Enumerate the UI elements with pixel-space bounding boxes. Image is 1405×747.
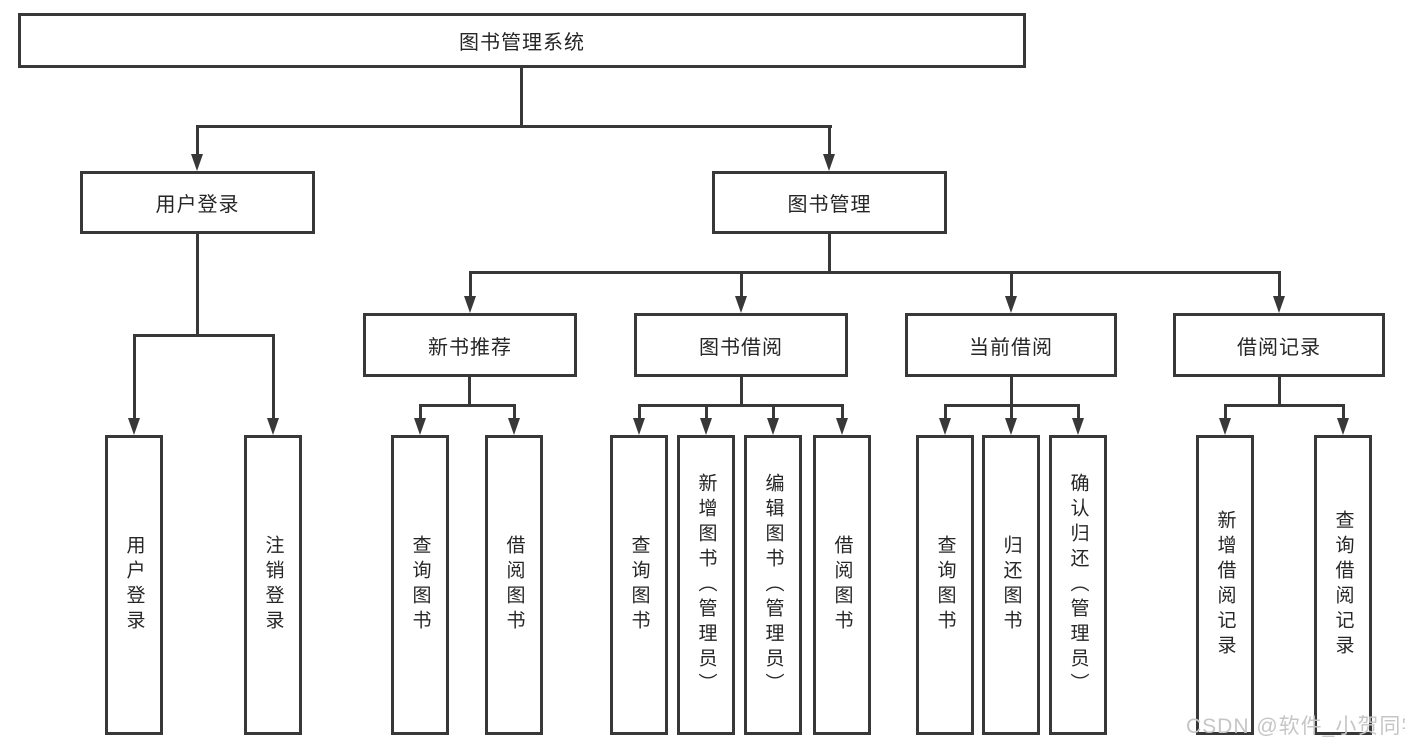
connector-stem-leaf — [1077, 404, 1080, 420]
connector-stem-user-login — [196, 125, 199, 156]
leaf-borrow-book-recommend: 借阅图书 — [485, 435, 543, 735]
connector-stem-current-borrow — [1010, 271, 1013, 298]
connector-level1-rail — [196, 125, 832, 128]
leaf-borrow-book-label: 借阅图书 — [831, 535, 853, 635]
connector-current-borrow-drop — [1010, 377, 1013, 406]
connector-stem-leaf — [772, 404, 775, 420]
connector-stem-leaf-logout — [272, 334, 275, 419]
node-root: 图书管理系统 — [18, 13, 1026, 68]
connector-borrow-record-drop — [1278, 377, 1281, 406]
arrow-down-icon — [1337, 418, 1349, 435]
connector-stem-leaf-login — [133, 334, 136, 419]
connector-stem-book-management — [828, 125, 831, 156]
arrow-down-icon — [700, 418, 712, 435]
arrow-down-icon — [1273, 296, 1285, 313]
connector-stem-borrow-record — [1278, 271, 1281, 298]
arrow-down-icon — [128, 418, 140, 435]
connector-stem-leaf — [705, 404, 708, 420]
leaf-add-borrow-record-label: 新增借阅记录 — [1214, 510, 1236, 660]
arrow-down-icon — [633, 418, 645, 435]
node-root-label: 图书管理系统 — [459, 32, 585, 54]
node-new-book-recommend: 新书推荐 — [363, 313, 577, 377]
arrow-down-icon — [823, 154, 835, 171]
arrow-down-icon — [767, 418, 779, 435]
connector-stem-leaf — [419, 404, 422, 420]
connector-book-management-drop — [828, 234, 831, 274]
connector-stem-leaf — [1342, 404, 1345, 420]
connector-book-borrow-drop — [740, 377, 743, 406]
leaf-user-login-label: 用户登录 — [123, 535, 145, 635]
leaf-add-borrow-record: 新增借阅记录 — [1196, 435, 1254, 735]
arrow-down-icon — [1219, 418, 1231, 435]
connector-stem-leaf — [1224, 404, 1227, 420]
leaf-return-book: 归还图书 — [982, 435, 1040, 735]
arrow-down-icon — [464, 296, 476, 313]
csdn-watermark: CSDN @软件_小贺同学 — [1186, 715, 1405, 738]
leaf-query-borrow-record-label: 查询借阅记录 — [1332, 510, 1354, 660]
leaf-logout: 注销登录 — [244, 435, 302, 735]
leaf-query-book-borrow: 查询图书 — [610, 435, 668, 735]
leaf-user-login: 用户登录 — [105, 435, 163, 735]
leaf-query-book-recommend-label: 查询图书 — [409, 535, 431, 635]
node-new-book-recommend-label: 新书推荐 — [428, 336, 512, 359]
arrow-down-icon — [735, 296, 747, 313]
connector-stem-leaf — [1010, 404, 1013, 420]
connector-root-drop — [520, 68, 523, 127]
node-borrow-record: 借阅记录 — [1173, 313, 1385, 377]
arrow-down-icon — [1072, 418, 1084, 435]
node-current-borrow-label: 当前借阅 — [969, 336, 1053, 359]
connector-user-login-rail — [133, 334, 275, 337]
connector-new-book-drop — [468, 377, 471, 406]
connector-stem-leaf — [638, 404, 641, 420]
leaf-confirm-return-admin: 确认归还（管理员） — [1049, 435, 1107, 735]
arrow-down-icon — [939, 418, 951, 435]
node-current-borrow: 当前借阅 — [905, 313, 1117, 377]
arrow-down-icon — [508, 418, 520, 435]
node-book-borrow: 图书借阅 — [634, 313, 848, 377]
node-book-management: 图书管理 — [712, 171, 947, 234]
node-borrow-record-label: 借阅记录 — [1237, 336, 1321, 359]
connector-stem-leaf — [513, 404, 516, 420]
leaf-edit-book-admin-label: 编辑图书（管理员） — [762, 472, 784, 698]
connector-user-login-drop — [196, 234, 199, 336]
leaf-add-book-admin: 新增图书（管理员） — [677, 435, 735, 735]
node-book-borrow-label: 图书借阅 — [699, 336, 783, 359]
node-user-login: 用户登录 — [80, 171, 315, 234]
connector-stem-new-book — [469, 271, 472, 298]
leaf-borrow-book-recommend-label: 借阅图书 — [503, 535, 525, 635]
connector-new-book-rail — [419, 404, 516, 407]
connector-stem-book-borrow — [740, 271, 743, 298]
arrow-down-icon — [1005, 296, 1017, 313]
leaf-query-book-recommend: 查询图书 — [391, 435, 449, 735]
leaf-query-book-current: 查询图书 — [916, 435, 974, 735]
leaf-query-book-borrow-label: 查询图书 — [628, 535, 650, 635]
leaf-query-book-current-label: 查询图书 — [934, 535, 956, 635]
node-user-login-label: 用户登录 — [155, 194, 240, 216]
arrow-down-icon — [414, 418, 426, 435]
leaf-logout-label: 注销登录 — [262, 535, 284, 635]
node-book-management-label: 图书管理 — [787, 194, 872, 216]
connector-borrow-record-rail — [1224, 404, 1344, 407]
connector-level3-rail — [469, 271, 1280, 274]
leaf-confirm-return-admin-label: 确认归还（管理员） — [1067, 472, 1089, 698]
arrow-down-icon — [1005, 418, 1017, 435]
leaf-borrow-book: 借阅图书 — [813, 435, 871, 735]
leaf-return-book-label: 归还图书 — [1000, 535, 1022, 635]
arrow-down-icon — [836, 418, 848, 435]
connector-stem-leaf — [944, 404, 947, 420]
leaf-query-borrow-record: 查询借阅记录 — [1314, 435, 1372, 735]
leaf-add-book-admin-label: 新增图书（管理员） — [695, 472, 717, 698]
connector-book-borrow-rail — [638, 404, 844, 407]
arrow-down-icon — [267, 418, 279, 435]
connector-stem-leaf — [841, 404, 844, 420]
leaf-edit-book-admin: 编辑图书（管理员） — [744, 435, 802, 735]
arrow-down-icon — [191, 154, 203, 171]
